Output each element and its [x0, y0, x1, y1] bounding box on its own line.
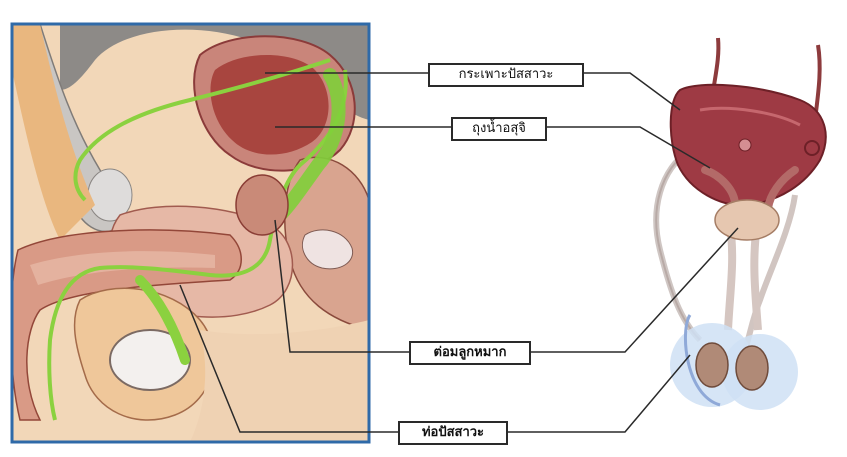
- label-prostate: ต่อมลูกหมาก: [409, 341, 531, 365]
- leader-line-bladder-right: [570, 73, 680, 110]
- label-urethra: ท่อปัสสาวะ: [398, 421, 508, 445]
- organ-illustration: [656, 38, 825, 410]
- label-seminal-vesicle: ถุงน้ำอสุจิ: [451, 117, 547, 141]
- cross-section-illustration: [11, 24, 369, 442]
- leader-line-urethra-right: [494, 355, 690, 432]
- label-bladder: กระเพาะปัสสาวะ: [428, 63, 584, 87]
